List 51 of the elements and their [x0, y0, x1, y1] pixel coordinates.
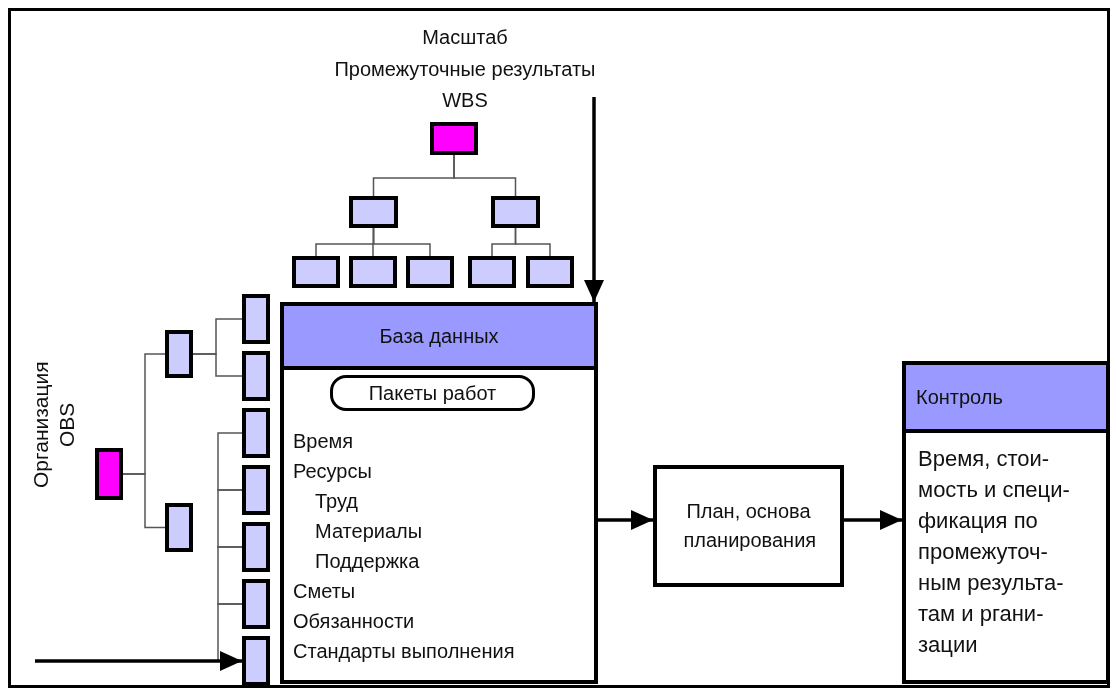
- body-text: Время, стои- мость и специ- фикация по промежуточ- ным результа- там и ргани- зации: [917, 445, 1071, 659]
- process-text: План, основа планирования: [683, 499, 814, 553]
- chart-box: [95, 448, 123, 500]
- database-panel: [280, 302, 598, 684]
- panel-header: База данных: [284, 306, 594, 370]
- chart-box: [349, 256, 397, 288]
- chart-box: [491, 196, 540, 228]
- chart-box: [165, 503, 193, 552]
- chart-box: [242, 465, 270, 515]
- panel-header: Контроль: [906, 365, 1106, 433]
- process-box: [653, 465, 844, 587]
- caption-text: OBS: [54, 401, 79, 450]
- list-item: Время: [292, 429, 355, 454]
- caption-text: Организация: [28, 360, 53, 491]
- chart-box: [468, 256, 516, 288]
- control-panel: [902, 361, 1110, 684]
- work-package-label: Пакеты работ: [330, 375, 535, 411]
- list-item: Поддержка: [314, 549, 421, 574]
- chart-box: [242, 408, 270, 458]
- chart-box: [430, 122, 478, 155]
- arrow: [584, 97, 604, 302]
- arrow: [598, 510, 653, 530]
- chart-box: [292, 256, 340, 288]
- chart-box: [526, 256, 574, 288]
- arrow: [35, 651, 242, 671]
- connector-line: [217, 489, 243, 548]
- chart-box: [242, 522, 270, 572]
- list-item: Труд: [314, 489, 359, 514]
- caption-text: Промежуточные результаты: [334, 57, 596, 82]
- arrow: [844, 510, 902, 530]
- chart-box: [165, 330, 193, 378]
- list-item: Материалы: [314, 519, 424, 544]
- caption-text: WBS: [442, 88, 488, 113]
- list-item: Обязанности: [292, 609, 416, 634]
- chart-box: [242, 294, 270, 344]
- connector-line: [372, 227, 431, 257]
- list-item: Сметы: [292, 579, 357, 604]
- connector-line: [453, 154, 517, 197]
- connector-line: [217, 432, 243, 491]
- chart-box: [242, 636, 270, 686]
- list-item: Ресурсы: [292, 459, 373, 484]
- chart-box: [406, 256, 454, 288]
- connector-line: [514, 227, 551, 257]
- connector-line: [192, 353, 243, 377]
- caption-text: Масштаб: [422, 25, 508, 50]
- chart-box: [242, 579, 270, 629]
- connector-line: [122, 473, 166, 529]
- chart-box: [242, 351, 270, 401]
- connector-line: [217, 546, 243, 605]
- chart-box: [349, 196, 398, 228]
- list-item: Стандарты выполнения: [292, 639, 516, 664]
